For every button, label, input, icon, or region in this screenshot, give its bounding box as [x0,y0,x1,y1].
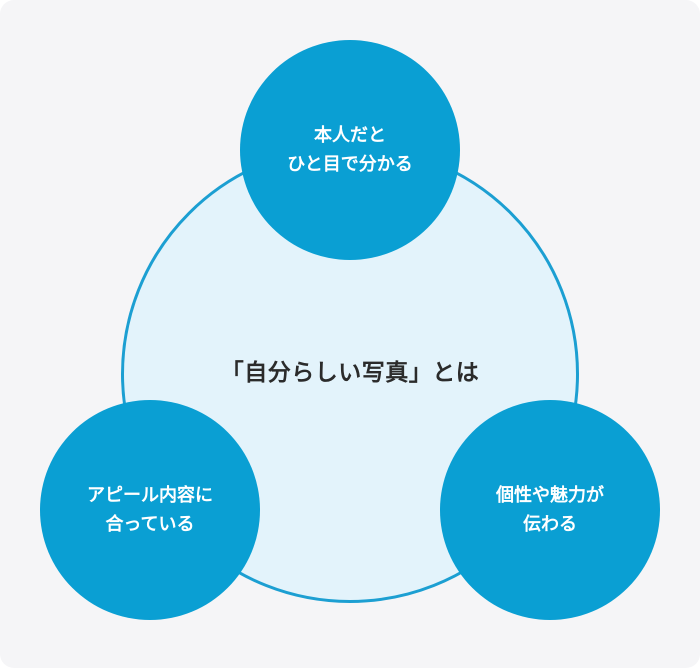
node-left: アピール内容に 合っている [40,400,260,620]
node-top: 本人だと ひと目で分かる [240,40,460,260]
node-top-line2: ひと目で分かる [287,154,413,175]
node-left-line2: 合っている [105,514,195,535]
center-label: 「自分らしい写真」とは [220,360,480,386]
node-right-line1: 個性や魅力が [496,485,604,506]
node-left-line1: アピール内容に [87,485,213,506]
node-top-line1: 本人だと [314,125,386,146]
node-right: 個性や魅力が 伝わる [440,400,660,620]
node-right-line2: 伝わる [523,514,577,535]
